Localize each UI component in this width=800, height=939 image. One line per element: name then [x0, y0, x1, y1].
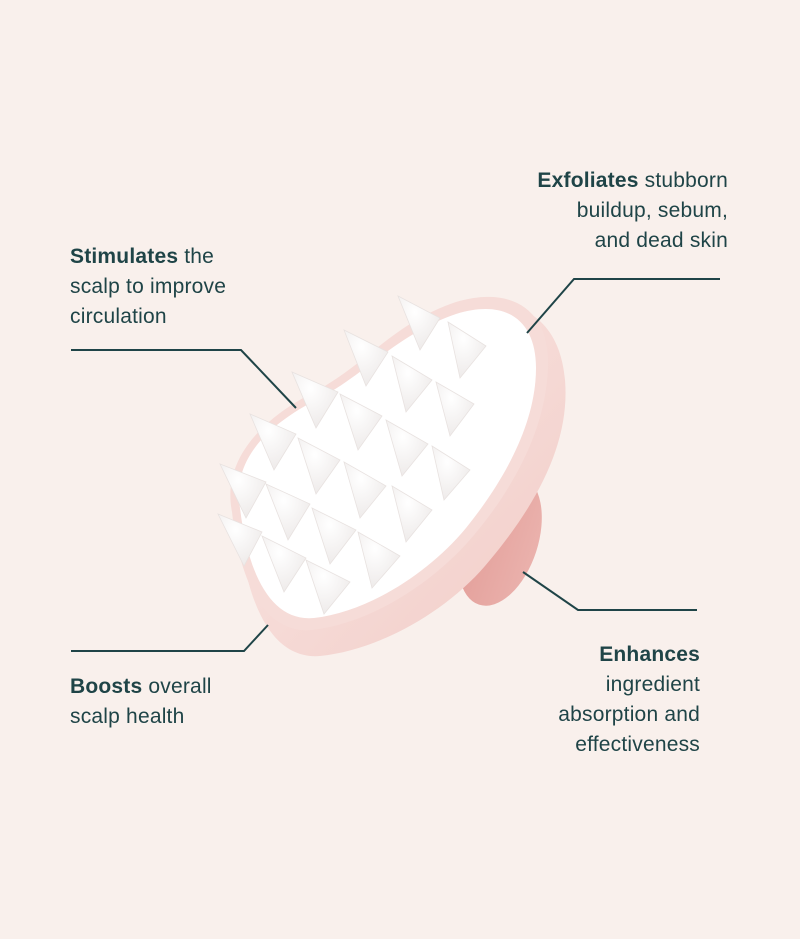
callout-boosts: Boosts overall scalp health [70, 672, 290, 732]
callout-boosts-bold: Boosts [70, 675, 143, 698]
callout-stimulates-line3: circulation [70, 305, 167, 328]
bristles [217, 295, 487, 615]
callout-stimulates-bold: Stimulates [70, 245, 179, 268]
brush-body [230, 296, 566, 657]
callout-exfoliates-line1: stubborn [638, 169, 728, 192]
callout-enhances-line4: effectiveness [575, 733, 700, 756]
leader-lines [71, 278, 720, 652]
leader-line-boosts [71, 624, 269, 652]
callout-exfoliates-line3: and dead skin [594, 229, 728, 252]
leader-line-enhances [522, 571, 697, 611]
leader-line-stimulates [71, 349, 297, 409]
callout-exfoliates: Exfoliates stubborn buildup, sebum, and … [468, 166, 728, 256]
callout-enhances-line3: absorption and [558, 703, 700, 726]
callout-enhances-bold: Enhances [599, 643, 700, 666]
callout-boosts-line2: scalp health [70, 705, 185, 728]
callout-enhances: Enhances ingredient absorption and effec… [480, 640, 700, 760]
callout-boosts-line1: overall [142, 675, 212, 698]
callout-enhances-line2: ingredient [605, 673, 700, 696]
callout-exfoliates-bold: Exfoliates [537, 169, 639, 192]
callout-stimulates: Stimulates the scalp to improve circulat… [70, 242, 290, 332]
callout-stimulates-line2: scalp to improve [70, 275, 227, 298]
leader-line-exfoliates [526, 278, 720, 334]
callout-exfoliates-line2: buildup, sebum, [576, 199, 728, 222]
callout-stimulates-line1: the [178, 245, 215, 268]
